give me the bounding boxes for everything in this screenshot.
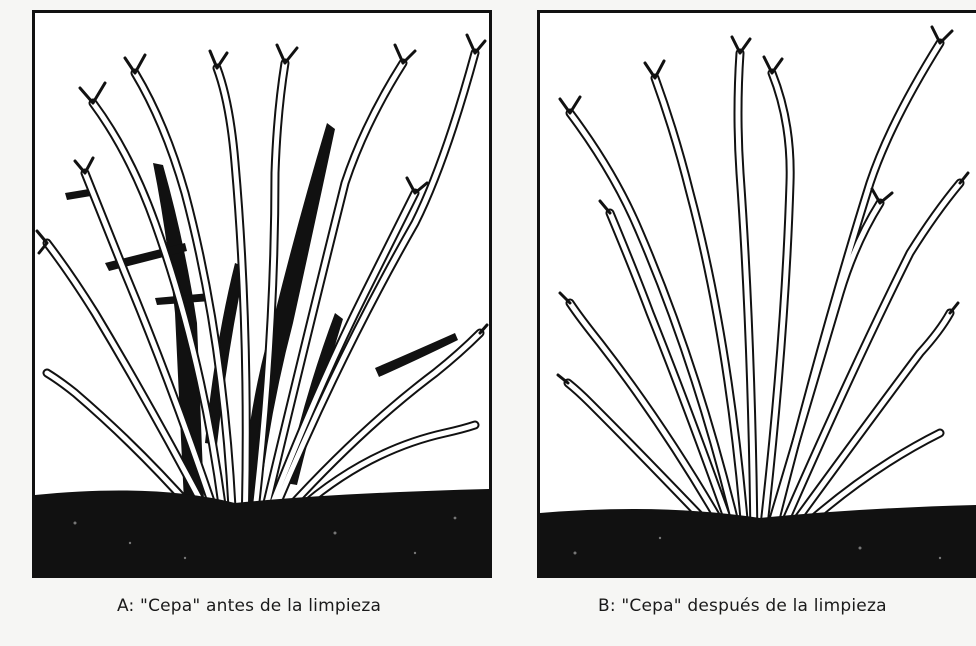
soil-band — [35, 489, 489, 575]
live-canes — [37, 35, 487, 528]
bush-before-illustration — [35, 13, 489, 575]
caption-after: B: "Cepa" después de la limpieza — [598, 596, 887, 616]
panel-before-cleaning — [32, 10, 492, 578]
caption-before: A: "Cepa" antes de la limpieza — [117, 596, 381, 616]
live-canes — [558, 27, 968, 543]
panel-after-cleaning — [537, 10, 976, 578]
bush-after-illustration — [540, 13, 976, 575]
